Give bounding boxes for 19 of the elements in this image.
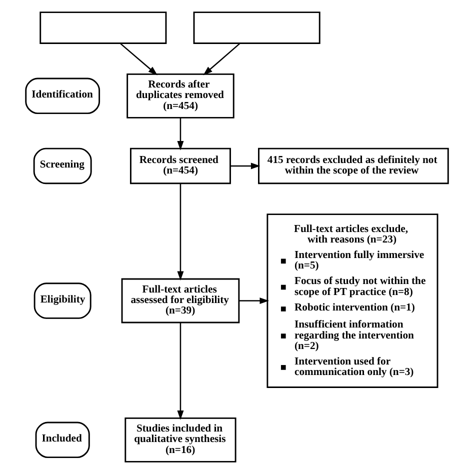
node-box: Included: [35, 422, 90, 458]
node-box: Screening: [33, 148, 92, 184]
node-box: Full-text articles exclude, with reasons (n=23) Intervention fully immersive (n=5) Focus of study not within the scope of PT practice (n=8) Robotic intervention (n=1) Insufficient information regarding the intervention (n=2) Intervention used for communication only (n=3): [266, 214, 438, 388]
node-box: Eligibility: [34, 282, 92, 319]
arrow: [120, 42, 158, 76]
node-box: 415 records excluded as definitely not within the scope of the review: [258, 148, 449, 184]
arrow: [203, 42, 240, 76]
node-box: Studies included in qualitative synthesis (n=16): [124, 417, 236, 462]
node-box: Identification: [25, 78, 100, 114]
node-box: Records screened (n=454): [130, 148, 231, 184]
node-box: Full-text articles assessed for eligibility (n=39): [121, 278, 240, 324]
node-box: [193, 12, 320, 44]
arrow: [177, 322, 184, 420]
arrow: [230, 162, 260, 170]
arrow: [177, 184, 184, 281]
arrow: [177, 118, 184, 150]
node-box: Records after duplicates removed (n=454): [126, 73, 234, 118]
arrow: [239, 298, 270, 304]
node-box: [40, 12, 167, 44]
